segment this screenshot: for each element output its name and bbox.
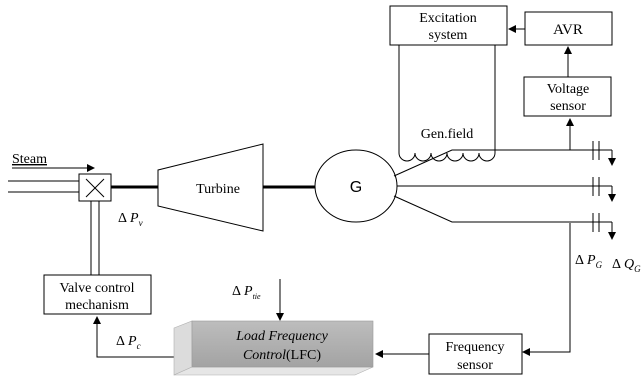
bus-to-frequency-sensor-line [522, 223, 571, 356]
output-line-top [393, 149, 612, 177]
turbine-label: Turbine [196, 182, 240, 197]
valve-cross-b [85, 178, 105, 198]
lfc-to-valve-control-line [93, 316, 174, 358]
output-line-bottom [393, 195, 612, 223]
gen-field-coil [398, 45, 496, 162]
lfc-block-bottom [173, 366, 374, 376]
steam-label: Steam [12, 152, 47, 167]
voltage-sensor-label-line2: sensor [550, 99, 586, 114]
valve-control-label-line2: mechanism [65, 298, 129, 313]
frequency-sensor-label-line2: sensor [457, 358, 493, 373]
excitation-system-box [389, 5, 508, 46]
voltage-sensor-label-line1: Voltage [547, 82, 590, 97]
frequency-sensor-box [428, 333, 523, 375]
excitation-system-label-line1: Excitation [419, 11, 477, 26]
valve-control-mechanism-box [43, 274, 152, 315]
excitation-system-label-line2: system [429, 28, 468, 43]
frequency-sensor-label-line1: Frequency [445, 340, 504, 355]
lfc-label-line1: Load Frequency [235, 329, 328, 344]
avr-box [524, 11, 613, 46]
lfc-block-face [191, 320, 374, 368]
avr-label: AVR [553, 22, 583, 38]
lfc-block-side-left [173, 320, 193, 376]
generator-label: G [350, 179, 362, 196]
valve-control-label-line1: Valve control [59, 281, 134, 296]
turbine-shape [157, 143, 264, 232]
gen-field-label: Gen.field [421, 127, 473, 142]
lfc-label-line2: Control(LFC) [243, 348, 321, 363]
